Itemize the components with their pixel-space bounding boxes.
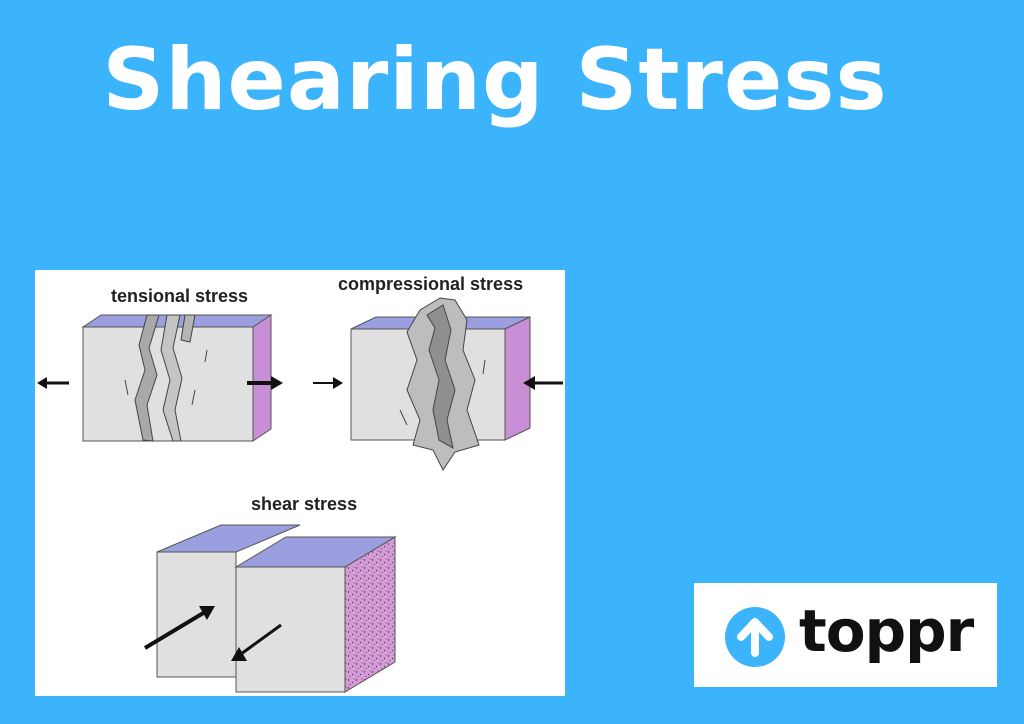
stress-diagram: tensional stress compressional stress (35, 270, 565, 696)
shear-stress-label: shear stress (251, 494, 357, 514)
shear-arrow-down (231, 623, 282, 661)
shear-block-front (234, 536, 397, 693)
compressional-block (350, 297, 531, 471)
tensional-arrow-left (37, 377, 69, 389)
brand-name: toppr (799, 597, 974, 665)
stress-diagram-svg: tensional stress compressional stress (37, 274, 563, 693)
up-arrow-circle-icon (725, 607, 785, 667)
tensional-block (81, 314, 273, 442)
shear-block-back (156, 524, 301, 678)
compressional-stress-label: compressional stress (338, 274, 523, 294)
compressional-arrow-left (313, 377, 343, 389)
toppr-logo: toppr (694, 583, 997, 687)
tensional-arrow-right (247, 376, 283, 390)
compressional-arrow-right (523, 376, 563, 390)
shear-arrow-up (143, 606, 215, 650)
tensional-stress-label: tensional stress (111, 286, 248, 306)
page-title: Shearing Stress (102, 30, 888, 130)
